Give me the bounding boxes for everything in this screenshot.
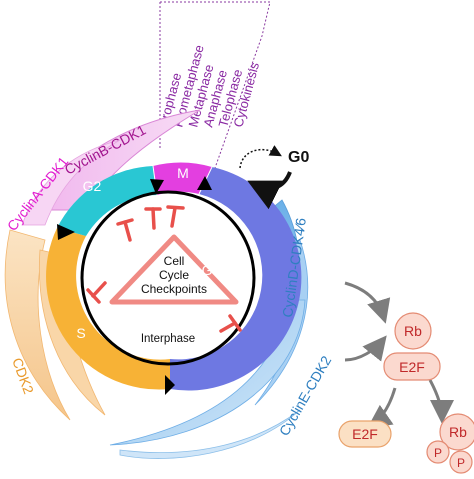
g2-label: G2 bbox=[83, 178, 102, 194]
cyclin-e-cdk2-band-lower bbox=[119, 409, 301, 459]
cyclina-cdk1-arc bbox=[21, 139, 121, 226]
g2-phase-segment bbox=[57, 166, 157, 236]
g1-phase-segment bbox=[170, 167, 302, 391]
phosphate-node-1 bbox=[426, 440, 450, 464]
m-end-marker bbox=[197, 176, 212, 190]
s-phase-segment bbox=[46, 228, 171, 390]
phosphorylate-rb-arrow bbox=[428, 379, 454, 424]
s-label: S bbox=[76, 325, 85, 341]
rb-label: Rb bbox=[404, 323, 422, 339]
cycline-to-rb-arrow bbox=[344, 335, 387, 362]
e2f-free-node bbox=[338, 420, 392, 448]
center-label-line1: Cell bbox=[164, 254, 185, 268]
interphase-label: Interphase bbox=[141, 333, 195, 345]
phosphate-label-1: P bbox=[434, 446, 442, 460]
checkpoint-triangle bbox=[109, 234, 239, 305]
cell-cycle-ring bbox=[46, 162, 302, 395]
phosphate-node-2 bbox=[449, 450, 473, 474]
cyclind-to-rb-arrow bbox=[344, 281, 391, 324]
phosphate-label-2: P bbox=[457, 456, 465, 470]
m-phase-segment bbox=[153, 162, 212, 195]
mitosis-stage-box: Prophase Prometaphase Metaphase Anaphase… bbox=[155, 1, 271, 169]
checkpoint-markers bbox=[86, 205, 242, 333]
center-label-line2: Cycle bbox=[159, 268, 189, 282]
checkpoint-marker-4 bbox=[86, 281, 107, 304]
release-e2f-arrow bbox=[367, 387, 397, 429]
e2f-free-label: E2F bbox=[352, 426, 378, 442]
checkpoint-marker-5 bbox=[219, 314, 242, 333]
checkpoint-marker-2 bbox=[144, 207, 162, 230]
center-label-line3: Checkpoints bbox=[141, 282, 207, 296]
g0-label: G0 bbox=[288, 149, 309, 166]
s-end-marker bbox=[165, 375, 175, 395]
rb-phos-label: Rb bbox=[449, 424, 467, 440]
rb-phos-node bbox=[439, 413, 474, 451]
interphase-ring bbox=[80, 190, 256, 366]
e2f-bound-node bbox=[383, 352, 441, 381]
e2f-bound-label: E2F bbox=[399, 359, 425, 375]
g0-enter-arrow bbox=[239, 145, 282, 169]
checkpoint-marker-3 bbox=[166, 205, 185, 228]
cyclina-cdk2-band-outer bbox=[4, 229, 71, 421]
g2-boundary-marker bbox=[57, 224, 75, 240]
rb-node bbox=[394, 312, 432, 350]
m-label: M bbox=[177, 165, 189, 181]
checkpoint-marker-1 bbox=[116, 218, 134, 242]
g0-exit-arrow bbox=[247, 171, 292, 210]
g1-label: G1 bbox=[202, 262, 221, 278]
m-boundary-marker bbox=[150, 179, 164, 194]
